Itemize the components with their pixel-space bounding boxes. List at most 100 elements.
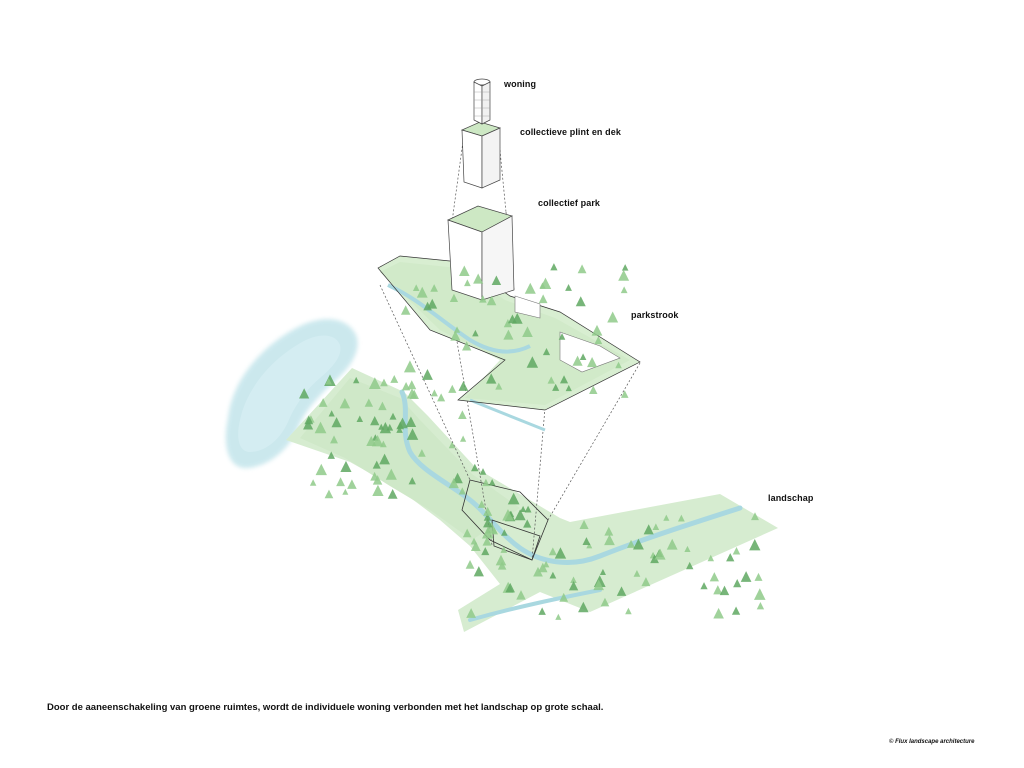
tree-icon (503, 319, 513, 328)
tree-icon (331, 417, 342, 428)
tree-icon (594, 336, 603, 345)
tree-icon (538, 607, 546, 615)
label-landschap: landschap (768, 493, 814, 503)
tree-icon (448, 477, 459, 489)
tree-icon (519, 505, 527, 513)
tree-icon (578, 601, 589, 613)
tree-icon (437, 393, 446, 402)
tree-icon (472, 329, 479, 337)
tree-icon (372, 484, 384, 497)
tree-icon (604, 534, 615, 546)
tree-icon (460, 435, 467, 442)
tree-icon (572, 355, 583, 366)
tree-icon (479, 468, 487, 475)
tree-icon (615, 361, 622, 369)
tree-icon (483, 517, 493, 528)
tree-icon (502, 509, 514, 521)
tree-icon (686, 561, 694, 570)
tree-icon (604, 526, 614, 536)
tree-icon (324, 489, 334, 499)
tree-icon (548, 547, 557, 556)
tree-icon (318, 398, 328, 407)
tree-icon (379, 421, 392, 434)
tree-icon (299, 388, 310, 399)
tree-icon (524, 282, 536, 294)
tree-icon (325, 377, 332, 385)
tree-icon (353, 376, 360, 384)
tree-icon (458, 381, 469, 391)
tree-icon (620, 286, 628, 294)
tree-icon (449, 293, 459, 303)
tree-icon (462, 341, 472, 351)
tree-icon (547, 376, 555, 384)
tree-icon (625, 607, 632, 615)
tree-icon (427, 298, 438, 309)
tree-icon (751, 512, 759, 521)
tree-icon (482, 536, 492, 546)
tree-icon (458, 487, 466, 495)
tree-icon (356, 415, 364, 423)
tree-cluster (299, 263, 766, 620)
tree-icon (616, 586, 627, 596)
tree-icon (587, 357, 598, 368)
tree-icon (559, 375, 569, 384)
tree-icon (422, 369, 433, 380)
tree-icon (379, 453, 390, 465)
tree-icon (340, 460, 352, 472)
tree-icon (473, 566, 484, 577)
tree-icon (565, 384, 572, 392)
tree-icon (749, 539, 761, 551)
collectief-park-layer (447, 205, 515, 301)
tree-icon (466, 608, 476, 618)
tree-icon (707, 554, 715, 562)
tree-icon (524, 505, 532, 513)
tree-icon (464, 279, 471, 287)
tree-icon (403, 360, 416, 373)
tree-icon (713, 585, 723, 595)
tree-icon (370, 416, 380, 426)
tree-icon (501, 529, 508, 536)
tree-icon (470, 541, 481, 551)
tree-icon (477, 500, 486, 508)
tree-icon (397, 417, 408, 429)
tree-icon (486, 295, 497, 306)
tree-icon (593, 579, 604, 591)
label-parkstrook: parkstrook (631, 310, 679, 320)
tree-icon (507, 492, 520, 505)
tree-icon (522, 326, 533, 338)
tree-icon (430, 284, 438, 292)
tree-icon (559, 592, 569, 602)
tree-icon (482, 478, 490, 487)
tree-icon (407, 380, 417, 390)
tree-icon (568, 581, 579, 591)
lake (225, 319, 358, 469)
tree-icon (599, 568, 606, 575)
tree-icon (483, 513, 492, 521)
tree-icon (579, 519, 589, 530)
tree-icon (479, 295, 487, 303)
tree-icon (314, 421, 327, 434)
tree-icon (471, 463, 479, 472)
tree-icon (495, 554, 507, 566)
tree-icon (400, 305, 411, 315)
tree-icon (577, 264, 587, 274)
tree-icon (315, 463, 327, 476)
tree-icon (633, 538, 644, 550)
tree-icon (589, 385, 598, 395)
tree-icon (726, 553, 735, 562)
tree-icon (579, 353, 587, 361)
tree-icon (336, 477, 345, 487)
tree-icon (526, 356, 539, 368)
tree-icon (641, 577, 651, 587)
tree-icon (390, 374, 399, 383)
tree-icon (364, 398, 374, 407)
plint-layer (460, 121, 502, 189)
tree-icon (328, 410, 335, 417)
tree-icon (652, 523, 660, 530)
tree-icon (575, 296, 586, 307)
tree-icon (740, 571, 752, 582)
tree-icon (347, 479, 357, 489)
tree-icon (486, 373, 497, 384)
tree-icon (380, 378, 388, 387)
tree-icon (620, 390, 629, 398)
